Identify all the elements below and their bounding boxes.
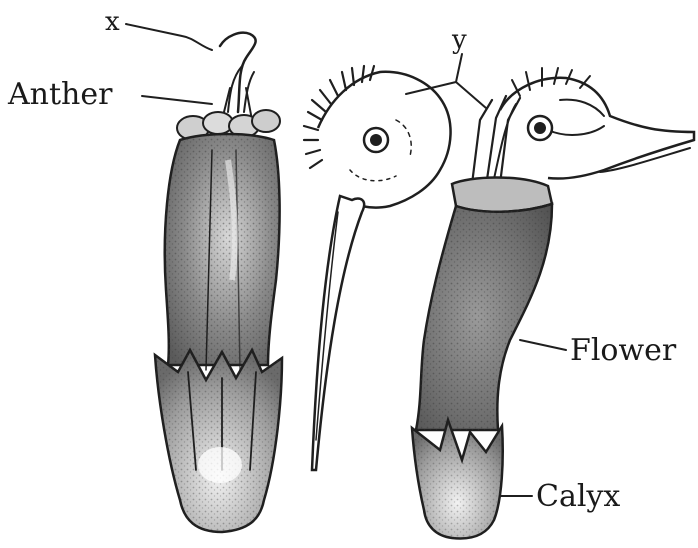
label-calyx-group: Calyx <box>500 479 620 514</box>
label-anther: Anther <box>7 77 113 112</box>
label-x: x <box>105 7 120 37</box>
label-y: y <box>451 25 467 55</box>
leader-anther <box>142 96 212 104</box>
leader-flower <box>520 340 566 350</box>
label-x-group: x <box>105 7 212 50</box>
label-y-group: y <box>406 25 486 108</box>
bird-crown-feathers <box>304 66 374 168</box>
label-anther-group: Anther <box>7 77 212 112</box>
label-flower: Flower <box>570 333 677 368</box>
left-flower <box>155 33 282 532</box>
label-calyx: Calyx <box>536 479 620 514</box>
right-flower-with-bird <box>412 68 694 538</box>
label-flower-group: Flower <box>520 333 677 368</box>
leader-x <box>126 24 212 50</box>
bird-beak <box>312 196 364 470</box>
